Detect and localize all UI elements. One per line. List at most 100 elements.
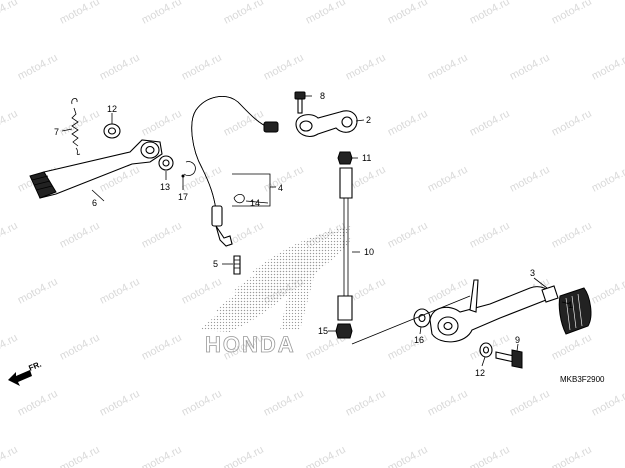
watermark-text: moto4.ru: [590, 52, 625, 83]
gearshift-pedal-3: [429, 279, 559, 343]
callout-11: 11: [362, 153, 371, 163]
watermark-text: moto4.ru: [468, 444, 512, 468]
watermark-text: moto4.ru: [0, 220, 20, 251]
watermark-text: moto4.ru: [0, 108, 20, 139]
callout-4: 4: [278, 183, 283, 193]
callout-labels: 7 12 6 13 17 4 14 5 8 2 11 10 15 3 1 16 …: [54, 91, 573, 378]
watermark-text: moto4.ru: [344, 388, 388, 419]
watermark-text: moto4.ru: [468, 220, 512, 251]
callout-10: 10: [364, 247, 374, 257]
watermark-text: moto4.ru: [590, 164, 625, 195]
nut-15: [335, 323, 353, 339]
watermark-text: moto4.ru: [344, 52, 388, 83]
callout-13: 13: [160, 182, 170, 192]
watermark-text: moto4.ru: [0, 0, 20, 27]
bolt-8: [294, 91, 306, 114]
watermark-text: moto4.ru: [550, 220, 594, 251]
brake-switch-4: [191, 96, 279, 247]
watermark-text: moto4.ru: [0, 444, 20, 468]
watermark-text: moto4.ru: [426, 276, 470, 307]
watermark-text: moto4.ru: [222, 108, 266, 139]
diagram-code: MKB3F2900: [560, 375, 605, 384]
watermark-text: moto4.ru: [140, 220, 184, 251]
callout-5: 5: [213, 259, 218, 269]
watermark-text: moto4.ru: [262, 388, 306, 419]
callout-12-upper: 12: [107, 104, 117, 114]
watermark-text: moto4.ru: [262, 52, 306, 83]
watermark-text: moto4.ru: [180, 52, 224, 83]
watermark-text: moto4.ru: [58, 0, 102, 27]
watermark-text: moto4.ru: [386, 220, 430, 251]
front-direction-arrow: FR.: [8, 360, 43, 386]
callout-12-lower: 12: [475, 368, 485, 378]
watermark-text: moto4.ru: [58, 108, 102, 139]
callout-2: 2: [366, 115, 371, 125]
honda-wordmark: HONDA: [205, 332, 296, 357]
watermark-text: moto4.ru: [58, 444, 102, 468]
nut-11: [337, 151, 353, 165]
honda-wing-logo: HONDA: [200, 226, 352, 357]
watermark-text: moto4.ru: [222, 220, 266, 251]
watermark-text: moto4.ru: [550, 332, 594, 363]
watermark-text: moto4.ru: [58, 332, 102, 363]
watermark-text: moto4.ru: [426, 52, 470, 83]
watermark-text: moto4.ru: [98, 52, 142, 83]
watermark-text: moto4.ru: [222, 444, 266, 468]
watermark-text: moto4.ru: [180, 276, 224, 307]
shift-rubber-1: [558, 287, 592, 335]
watermark-text: moto4.ru: [304, 0, 348, 27]
tie-rod-10: [337, 167, 353, 321]
callout-6: 6: [92, 198, 97, 208]
watermark-text: moto4.ru: [426, 164, 470, 195]
watermark-text: moto4.ru: [386, 0, 430, 27]
circlip-17: [181, 161, 196, 178]
bolt-9: [495, 349, 523, 369]
watermark-text: moto4.ru: [98, 276, 142, 307]
watermark-text: moto4.ru: [16, 388, 60, 419]
watermark-text: moto4.ru: [98, 388, 142, 419]
watermark-text: moto4.ru: [386, 444, 430, 468]
watermark-text: moto4.ru: [550, 108, 594, 139]
callout-9: 9: [515, 335, 520, 345]
watermark-text: moto4.ru: [508, 164, 552, 195]
watermark-text: moto4.ru: [590, 388, 625, 419]
watermark-text: moto4.ru: [426, 388, 470, 419]
watermark-text: moto4.ru: [304, 444, 348, 468]
pin-5: [233, 255, 241, 275]
callout-14: 14: [250, 198, 260, 208]
callout-8: 8: [320, 91, 325, 101]
washer-12-lower: [479, 342, 493, 358]
spring-7: [71, 98, 81, 155]
watermark-text: moto4.ru: [468, 108, 512, 139]
front-direction-label: FR.: [27, 360, 42, 373]
leader-lines: [61, 95, 571, 367]
callout-1: 1: [568, 300, 573, 310]
watermark-text: moto4.ru: [16, 276, 60, 307]
watermark-text: moto4.ru: [140, 444, 184, 468]
callout-15: 15: [318, 326, 328, 336]
watermark-text: moto4.ru: [262, 164, 306, 195]
washer-13: [158, 155, 174, 171]
callout-3: 3: [530, 268, 535, 278]
watermark-text: moto4.ru: [508, 52, 552, 83]
watermark-text: moto4.ru: [550, 444, 594, 468]
watermark-text: moto4.ru: [508, 388, 552, 419]
clip-14: [233, 194, 245, 204]
watermark-text: moto4.ru: [550, 0, 594, 27]
watermark-text: moto4.ru: [468, 0, 512, 27]
watermark-text: moto4.ru: [16, 52, 60, 83]
watermark-text: moto4.ru: [140, 0, 184, 27]
callout-7: 7: [54, 127, 59, 137]
watermark-text: moto4.ru: [386, 108, 430, 139]
watermark-text: moto4.ru: [58, 220, 102, 251]
watermark-text: moto4.ru: [222, 0, 266, 27]
watermark-text: moto4.ru: [0, 332, 20, 363]
watermark-text: moto4.ru: [180, 388, 224, 419]
shift-arm-2: [295, 110, 358, 137]
brake-pedal-6: [29, 139, 163, 199]
watermark-text: moto4.ru: [590, 276, 625, 307]
watermark-text: moto4.ru: [140, 108, 184, 139]
washer-12-upper: [103, 123, 121, 139]
